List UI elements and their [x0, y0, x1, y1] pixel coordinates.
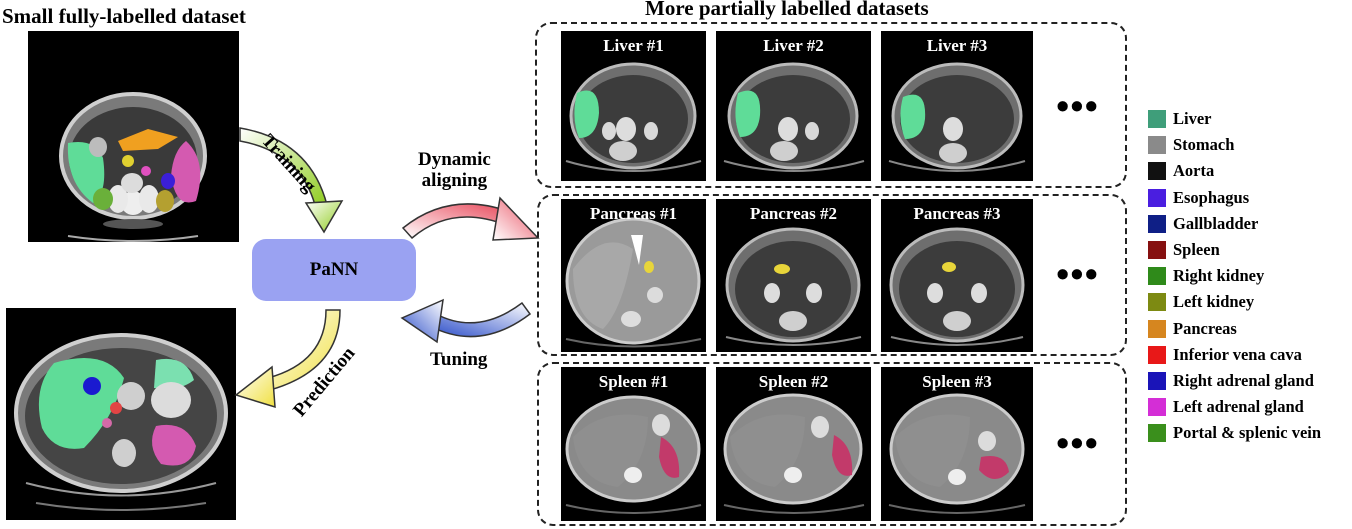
legend-item: Spleen — [1148, 237, 1321, 263]
scan-label: Spleen #1 — [598, 372, 669, 391]
more-liver-indicator: ••• — [1056, 86, 1099, 128]
spleen-dataset-group — [537, 362, 1127, 526]
prediction-ct-image — [6, 308, 236, 520]
pancreas-scan-2: Pancreas #2 — [716, 199, 871, 352]
scan-label: Pancreas #3 — [913, 204, 1001, 223]
pancreas-scan-3: Pancreas #3 — [881, 199, 1033, 352]
legend-item: Portal & splenic vein — [1148, 420, 1321, 446]
left-title: Small fully-labelled dataset — [2, 4, 246, 28]
spleen-scan-3: Spleen #3 — [881, 367, 1033, 521]
liver-scan-1: Liver #1 — [561, 31, 706, 181]
legend-label: Liver — [1173, 109, 1212, 129]
scan-label: Liver #1 — [603, 36, 664, 55]
legend-label: Esophagus — [1173, 187, 1250, 207]
training-ct-image — [28, 31, 239, 242]
legend-label: Portal & splenic vein — [1173, 423, 1322, 443]
legend-swatch — [1148, 345, 1166, 364]
legend-label: Aorta — [1173, 161, 1215, 181]
legend-swatch — [1148, 162, 1166, 181]
prediction-arrow — [234, 309, 341, 409]
legend-label: Left adrenal gland — [1173, 397, 1304, 417]
training-arrow — [239, 127, 344, 234]
right-title: More partially labelled datasets — [645, 0, 929, 20]
aligning-arrow — [401, 196, 540, 241]
tuning-label: Tuning — [430, 349, 488, 370]
legend-swatch — [1148, 319, 1166, 338]
legend-swatch — [1148, 241, 1166, 260]
scan-label: Pancreas #1 — [589, 204, 678, 223]
pancreas-scan-1: Pancreas #1 — [561, 199, 706, 352]
liver-scan-2: Liver #2 — [716, 31, 871, 181]
scan-label: Liver #2 — [763, 36, 824, 55]
legend-swatch — [1148, 110, 1166, 129]
legend-label: Gallbladder — [1173, 213, 1259, 233]
legend-item: Pancreas — [1148, 316, 1321, 342]
spleen-scan-1: Spleen #1 — [561, 367, 706, 521]
legend-swatch — [1148, 424, 1166, 443]
legend-swatch — [1148, 214, 1166, 233]
tuning-arrow — [400, 298, 532, 344]
scan-label: Liver #3 — [926, 36, 988, 55]
legend-item: Inferior vena cava — [1148, 342, 1321, 368]
legend-item: Left adrenal gland — [1148, 394, 1321, 420]
legend-item: Aorta — [1148, 158, 1321, 184]
legend-swatch — [1148, 136, 1166, 155]
legend-swatch — [1148, 267, 1166, 286]
liver-dataset-group — [535, 22, 1127, 188]
more-pancreas-indicator: ••• — [1056, 254, 1099, 296]
aligning-label: Dynamic aligning — [418, 149, 491, 191]
scan-label: Spleen #2 — [758, 372, 829, 391]
legend-item: Liver — [1148, 106, 1321, 132]
pancreas-dataset-group — [537, 194, 1127, 356]
scan-label: Spleen #3 — [922, 372, 992, 391]
legend-item: Right kidney — [1148, 263, 1321, 289]
legend-label: Right adrenal gland — [1173, 370, 1314, 390]
legend-item: Right adrenal gland — [1148, 368, 1321, 394]
more-spleen-indicator: ••• — [1056, 423, 1099, 465]
legend-item: Gallbladder — [1148, 211, 1321, 237]
legend-item: Left kidney — [1148, 289, 1321, 315]
legend-swatch — [1148, 293, 1166, 312]
legend-label: Stomach — [1173, 135, 1235, 155]
legend-label: Left kidney — [1173, 292, 1255, 312]
scan-label: Pancreas #2 — [749, 204, 838, 223]
legend-item: Stomach — [1148, 132, 1321, 158]
liver-scan-3: Liver #3 — [881, 31, 1033, 181]
legend-item: Esophagus — [1148, 185, 1321, 211]
legend-label: Inferior vena cava — [1173, 344, 1302, 364]
legend-label: Spleen — [1173, 240, 1220, 260]
spleen-scan-2: Spleen #2 — [716, 367, 871, 521]
legend-swatch — [1148, 398, 1166, 417]
legend-swatch — [1148, 371, 1166, 390]
legend-swatch — [1148, 188, 1166, 207]
legend-label: Pancreas — [1173, 318, 1237, 338]
legend-label: Right kidney — [1173, 266, 1265, 286]
pann-model-box: PaNN — [252, 239, 416, 301]
